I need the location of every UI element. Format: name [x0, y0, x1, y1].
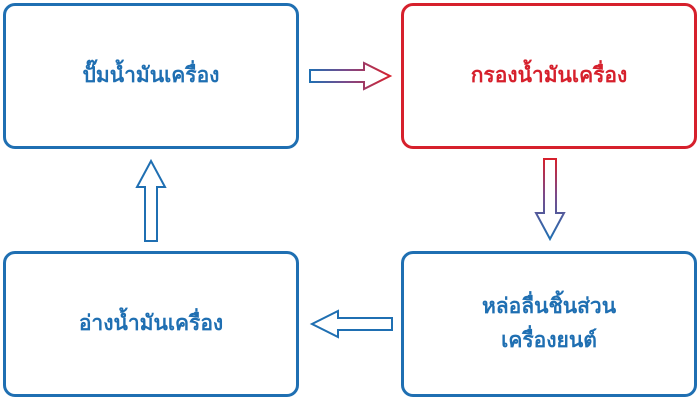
- lubricate-parts-label: หล่อลื่นชิ้นส่วน เครื่องยนต์: [482, 290, 616, 357]
- oil-pump-text: ปั๊มน้ำมันเครื่อง: [82, 63, 220, 88]
- arrow-sump-to-pump: [135, 158, 167, 242]
- oil-pump-box: ปั๊มน้ำมันเครื่อง: [3, 3, 299, 149]
- lubricate-parts-box: หล่อลื่นชิ้นส่วน เครื่องยนต์: [401, 251, 697, 397]
- oil-sump-label: อ่างน้ำมันเครื่อง: [79, 307, 223, 341]
- oil-filter-box: กรองน้ำมันเครื่อง: [401, 3, 697, 149]
- lubricate-parts-line1: หล่อลื่นชิ้นส่วน: [481, 294, 617, 319]
- oil-sump-box: อ่างน้ำมันเครื่อง: [3, 251, 299, 397]
- arrow-pump-to-filter: [309, 61, 393, 91]
- lubricate-parts-line2: เครื่องยนต์: [501, 328, 597, 352]
- oil-sump-text: อ่างน้ำมันเครื่อง: [78, 311, 224, 336]
- oil-pump-label: ปั๊มน้ำมันเครื่อง: [83, 59, 220, 93]
- arrow-parts-to-sump: [309, 309, 393, 339]
- oil-filter-text: กรองน้ำมันเครื่อง: [470, 63, 628, 88]
- oil-filter-label: กรองน้ำมันเครื่อง: [471, 59, 628, 93]
- arrow-filter-to-parts: [534, 158, 566, 242]
